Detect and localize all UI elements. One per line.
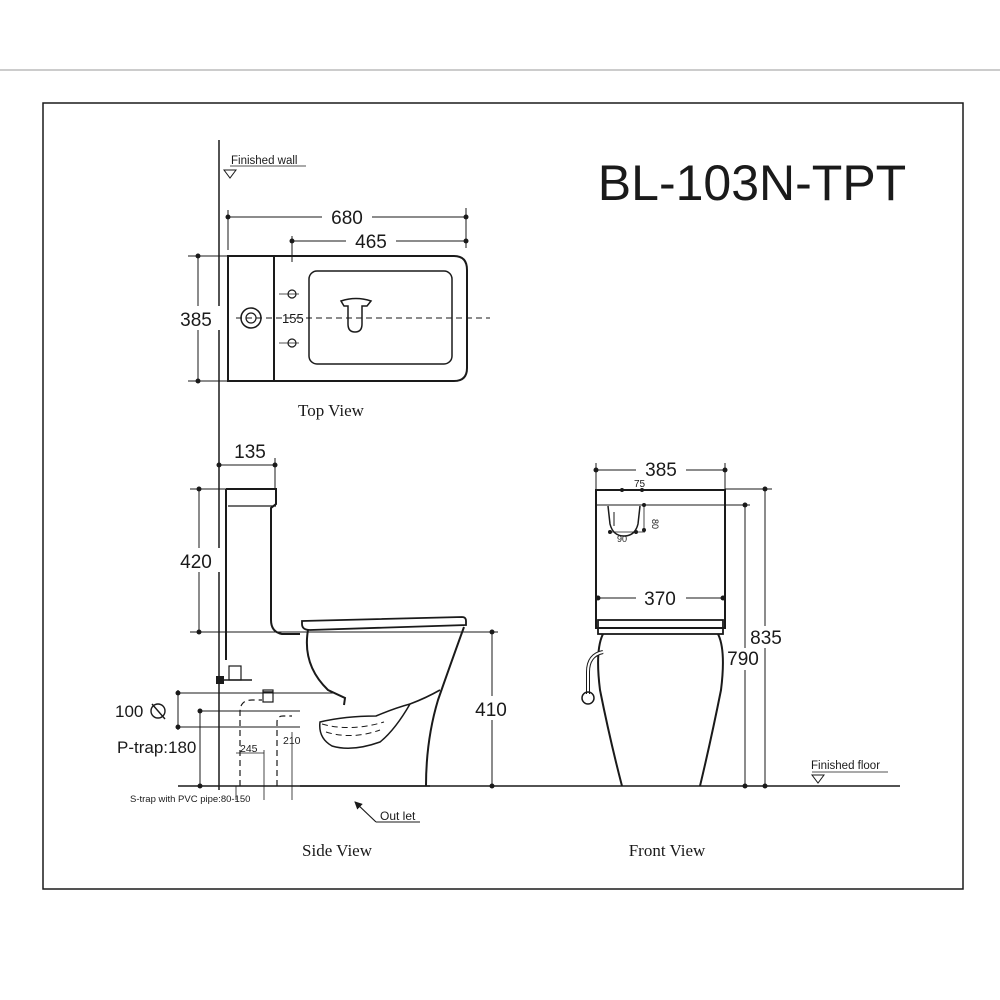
dim-385-top: 385 <box>180 310 212 331</box>
dim-420: 420 <box>180 552 212 573</box>
s-trap-note: S-trap with PVC pipe:80-150 <box>130 794 250 805</box>
finished-wall-label: Finished wall <box>231 155 297 167</box>
side-view: 135 420 410 <box>115 442 516 860</box>
wall-marker-icon <box>223 169 237 179</box>
outlet-arrow-icon <box>354 801 377 823</box>
dim-385-front: 385 <box>645 460 677 481</box>
tank-front-outline <box>595 489 726 629</box>
front-view-label: Front View <box>629 841 706 860</box>
dim-210: 210 <box>283 735 301 747</box>
drain-inner-circle <box>245 312 257 324</box>
dim-835: 835 <box>750 628 782 649</box>
dim-465: 465 <box>355 232 387 253</box>
dim-p-trap: P-trap:180 <box>117 738 196 757</box>
dim-245: 245 <box>240 743 258 755</box>
s-trap-pipe <box>239 699 262 786</box>
angle-valve-icon <box>228 665 242 681</box>
seat-front <box>597 619 724 635</box>
drawing-frame <box>42 102 964 890</box>
dim-80: 80 <box>650 519 660 529</box>
finished-floor: Finished floor <box>811 760 888 784</box>
top-view-label: Top View <box>298 401 365 420</box>
dim-790: 790 <box>727 649 759 670</box>
supply-hose <box>586 650 604 694</box>
front-view: 385 75 80 90 370 <box>581 458 784 860</box>
flush-button-recess <box>607 505 641 537</box>
dim-90: 90 <box>617 534 627 544</box>
finished-floor-label: Finished floor <box>811 760 880 772</box>
bowl-top-outline <box>274 255 468 382</box>
outlet-label: Out let <box>380 809 416 823</box>
dim-410: 410 <box>475 700 507 721</box>
flush-outlet-shape <box>339 297 373 333</box>
bowl-back-curve <box>425 626 465 787</box>
bowl-front-curve <box>305 629 347 706</box>
top-view: 680 465 385 155 Top View <box>172 205 490 420</box>
diameter-symbol-icon <box>150 703 166 720</box>
dim-135: 135 <box>234 442 266 463</box>
tank-side-outline <box>226 488 300 635</box>
model-title: BL-103N-TPT <box>598 155 906 211</box>
trapway-water <box>319 702 412 749</box>
floor-marker-icon <box>811 774 825 784</box>
dim-100-outlet: 100 <box>115 702 143 721</box>
dim-75: 75 <box>634 479 646 490</box>
dim-370: 370 <box>644 589 676 610</box>
seat-lid <box>301 616 467 631</box>
tank-top-outline <box>227 255 275 382</box>
valve-knob-icon <box>581 691 595 705</box>
dim-680: 680 <box>331 208 363 229</box>
pedestal-left <box>597 633 623 787</box>
pedestal-right <box>699 633 724 787</box>
side-view-label: Side View <box>302 841 373 860</box>
dim-155: 155 <box>282 311 304 326</box>
drain-outer-circle <box>240 307 262 329</box>
